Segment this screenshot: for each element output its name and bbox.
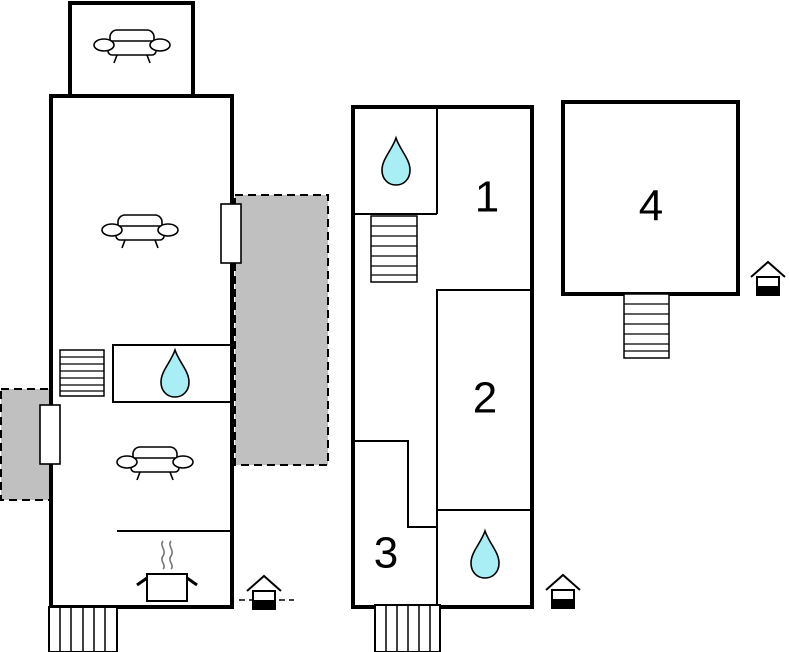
right-building: 4 (561, 100, 786, 359)
stairs-icon (59, 349, 105, 397)
stairs-icon (623, 293, 670, 359)
water-drop-icon (160, 349, 190, 398)
house-level-icon (750, 261, 786, 296)
left-building (0, 1, 329, 652)
room-number: 3 (374, 529, 398, 578)
house-level-icon (545, 574, 581, 609)
terrace-right (234, 194, 329, 466)
stairs-icon (374, 604, 441, 652)
stairs-icon (48, 606, 118, 652)
sofa-icon (93, 29, 171, 64)
water-drop-icon (470, 530, 500, 579)
stairs-icon (370, 215, 418, 283)
middle-outline (351, 105, 534, 609)
house-level-icon (239, 575, 294, 610)
bathroom-left (112, 344, 233, 403)
door-right (220, 203, 242, 264)
sofa-icon (116, 446, 194, 481)
cooking-pot-icon (136, 540, 198, 602)
middle-building: 1 2 3 (351, 105, 581, 652)
sofa-icon (101, 214, 179, 249)
door-left (39, 404, 61, 465)
room-number: 4 (639, 182, 663, 231)
room-number: 1 (475, 173, 499, 222)
water-drop-icon (381, 137, 411, 186)
room-number: 2 (473, 374, 497, 423)
